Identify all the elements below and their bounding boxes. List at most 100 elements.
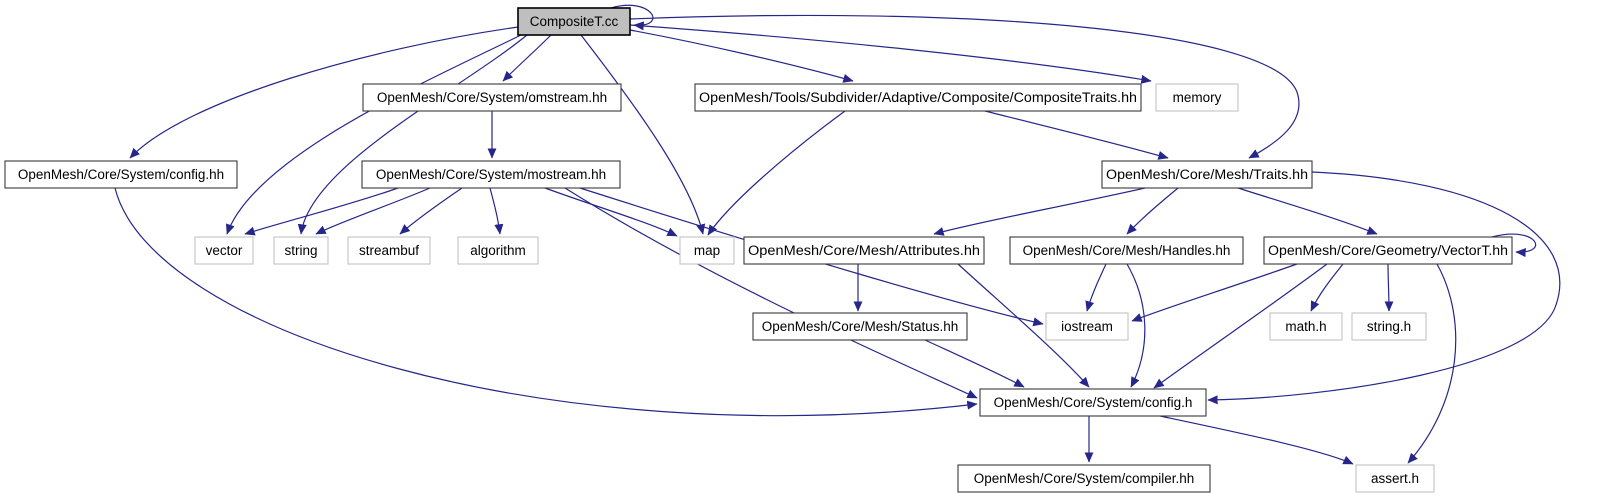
node-iostream: iostream <box>1045 312 1129 341</box>
node-box-handles_hh[interactable] <box>1009 236 1244 265</box>
edge-composite_t_cc-to-traits_hh <box>629 14 1300 159</box>
node-label-handles_hh: OpenMesh/Core/Mesh/Handles.hh <box>1023 243 1231 258</box>
nodes-layer: CompositeT.ccOpenMesh/Core/System/omstre… <box>4 7 1513 493</box>
edge-status_hh-to-config_h <box>924 339 1025 388</box>
edge-vectort_hh-to-assert_h <box>1407 263 1457 464</box>
node-label-traits_hh: OpenMesh/Core/Mesh/Traits.hh <box>1106 167 1308 182</box>
edge-vectort_hh-to-config_h <box>1153 263 1328 389</box>
node-box-status_hh[interactable] <box>752 312 968 341</box>
node-box-omstream_hh[interactable] <box>362 83 622 112</box>
node-box-config_h[interactable] <box>979 388 1207 417</box>
node-string: string <box>273 236 329 265</box>
edge-composite_t_cc-to-memory <box>629 24 1152 84</box>
node-box-assert_h <box>1355 464 1435 493</box>
edge-composite_t_cc-to-string <box>297 34 528 235</box>
node-box-map <box>679 236 735 265</box>
node-config_hh[interactable]: OpenMesh/Core/System/config.hh <box>4 160 238 189</box>
edge-handles_hh-to-iostream <box>1085 263 1107 312</box>
node-label-mostream_hh: OpenMesh/Core/System/mostream.hh <box>376 167 606 182</box>
node-handles_hh[interactable]: OpenMesh/Core/Mesh/Handles.hh <box>1009 236 1244 265</box>
node-label-string: string <box>284 243 317 258</box>
node-vector: vector <box>194 236 254 265</box>
node-box-string_h <box>1351 312 1427 341</box>
node-box-mostream_hh[interactable] <box>361 160 621 189</box>
edge-composite_t_cc-to-vector <box>225 34 522 235</box>
node-label-map: map <box>694 243 720 258</box>
node-box-attributes_hh[interactable] <box>743 236 985 265</box>
edge-traits_hh-to-config_h <box>1207 171 1561 405</box>
edge-mostream_hh-to-vector <box>244 187 399 236</box>
node-box-config_hh[interactable] <box>4 160 238 189</box>
node-attributes_hh[interactable]: OpenMesh/Core/Mesh/Attributes.hh <box>743 236 985 265</box>
edge-config_h-to-assert_h <box>1159 415 1354 465</box>
edge-composite_t_cc-to-config_hh <box>129 26 519 159</box>
edge-mostream_hh-to-map <box>544 187 678 237</box>
node-algorithm: algorithm <box>457 236 539 265</box>
node-memory: memory <box>1155 83 1239 112</box>
node-streambuf: streambuf <box>347 236 431 265</box>
edge-attributes_hh-to-config_h <box>957 263 1090 388</box>
edge-composite_t_cc-to-map <box>580 34 706 235</box>
edge-vectort_hh-to-vectort_hh <box>1491 233 1537 258</box>
node-label-config_hh: OpenMesh/Core/System/config.hh <box>18 167 224 182</box>
node-string_h: string.h <box>1351 312 1427 341</box>
edge-mostream_hh-to-streambuf <box>399 187 463 235</box>
node-compiler_hh[interactable]: OpenMesh/Core/System/compiler.hh <box>957 464 1211 493</box>
edge-traits_hh-to-attributes_hh <box>933 187 1146 236</box>
node-label-iostream: iostream <box>1061 319 1113 334</box>
node-label-composite_traits_hh: OpenMesh/Tools/Subdivider/Adaptive/Compo… <box>699 90 1137 105</box>
node-box-iostream <box>1045 312 1129 341</box>
edge-traits_hh-to-handles_hh <box>1126 187 1179 235</box>
edge-vectort_hh-to-math_h <box>1310 263 1344 312</box>
node-label-config_h: OpenMesh/Core/System/config.h <box>994 395 1193 410</box>
node-assert_h: assert.h <box>1355 464 1435 493</box>
edge-vectort_hh-to-string_h <box>1384 263 1394 312</box>
edge-mostream_hh-to-string <box>315 187 431 235</box>
node-box-memory <box>1155 83 1239 112</box>
node-box-streambuf <box>347 236 431 265</box>
edge-composite_t_cc-to-omstream_hh <box>502 34 552 82</box>
node-composite_traits_hh[interactable]: OpenMesh/Tools/Subdivider/Adaptive/Compo… <box>694 83 1142 112</box>
node-mostream_hh[interactable]: OpenMesh/Core/System/mostream.hh <box>361 160 621 189</box>
node-box-vectort_hh[interactable] <box>1263 236 1513 265</box>
edge-composite_traits_hh-to-traits_hh <box>984 110 1169 160</box>
node-omstream_hh[interactable]: OpenMesh/Core/System/omstream.hh <box>362 83 622 112</box>
node-label-attributes_hh: OpenMesh/Core/Mesh/Attributes.hh <box>748 243 980 258</box>
edge-mostream_hh-to-config_h <box>564 187 978 399</box>
node-label-string_h: string.h <box>1367 319 1411 334</box>
node-composite_t_cc: CompositeT.cc <box>517 7 631 36</box>
node-box-traits_hh[interactable] <box>1101 160 1313 189</box>
edge-traits_hh-to-vectort_hh <box>1237 187 1378 235</box>
node-box-compiler_hh[interactable] <box>957 464 1211 493</box>
node-config_h[interactable]: OpenMesh/Core/System/config.h <box>979 388 1207 417</box>
node-box-composite_traits_hh[interactable] <box>694 83 1142 112</box>
node-box-composite_t_cc <box>517 7 631 36</box>
node-status_hh[interactable]: OpenMesh/Core/Mesh/Status.hh <box>752 312 968 341</box>
edge-handles_hh-to-config_h <box>1126 263 1146 388</box>
edge-mostream_hh-to-algorithm <box>489 187 504 235</box>
node-label-omstream_hh: OpenMesh/Core/System/omstream.hh <box>377 90 607 105</box>
node-label-math_h: math.h <box>1285 319 1326 334</box>
node-traits_hh[interactable]: OpenMesh/Core/Mesh/Traits.hh <box>1101 160 1313 189</box>
node-label-algorithm: algorithm <box>470 243 526 258</box>
edge-vectort_hh-to-iostream <box>1131 263 1298 322</box>
node-label-vectort_hh: OpenMesh/Core/Geometry/VectorT.hh <box>1268 243 1508 258</box>
node-label-assert_h: assert.h <box>1371 471 1419 486</box>
edges-layer <box>114 4 1561 465</box>
node-label-streambuf: streambuf <box>359 243 419 258</box>
node-label-vector: vector <box>206 243 243 258</box>
node-box-string <box>273 236 329 265</box>
node-math_h: math.h <box>1269 312 1343 341</box>
edge-config_hh-to-config_h <box>114 187 978 417</box>
node-box-math_h <box>1269 312 1343 341</box>
node-vectort_hh[interactable]: OpenMesh/Core/Geometry/VectorT.hh <box>1263 236 1513 265</box>
node-label-compiler_hh: OpenMesh/Core/System/compiler.hh <box>974 471 1195 486</box>
edge-composite_t_cc-to-composite_t_cc <box>610 4 654 31</box>
node-box-algorithm <box>457 236 539 265</box>
edge-composite_traits_hh-to-map <box>707 110 846 236</box>
node-label-memory: memory <box>1173 90 1222 105</box>
node-label-composite_t_cc: CompositeT.cc <box>530 14 619 29</box>
edge-mostream_hh-to-iostream <box>579 187 1044 327</box>
